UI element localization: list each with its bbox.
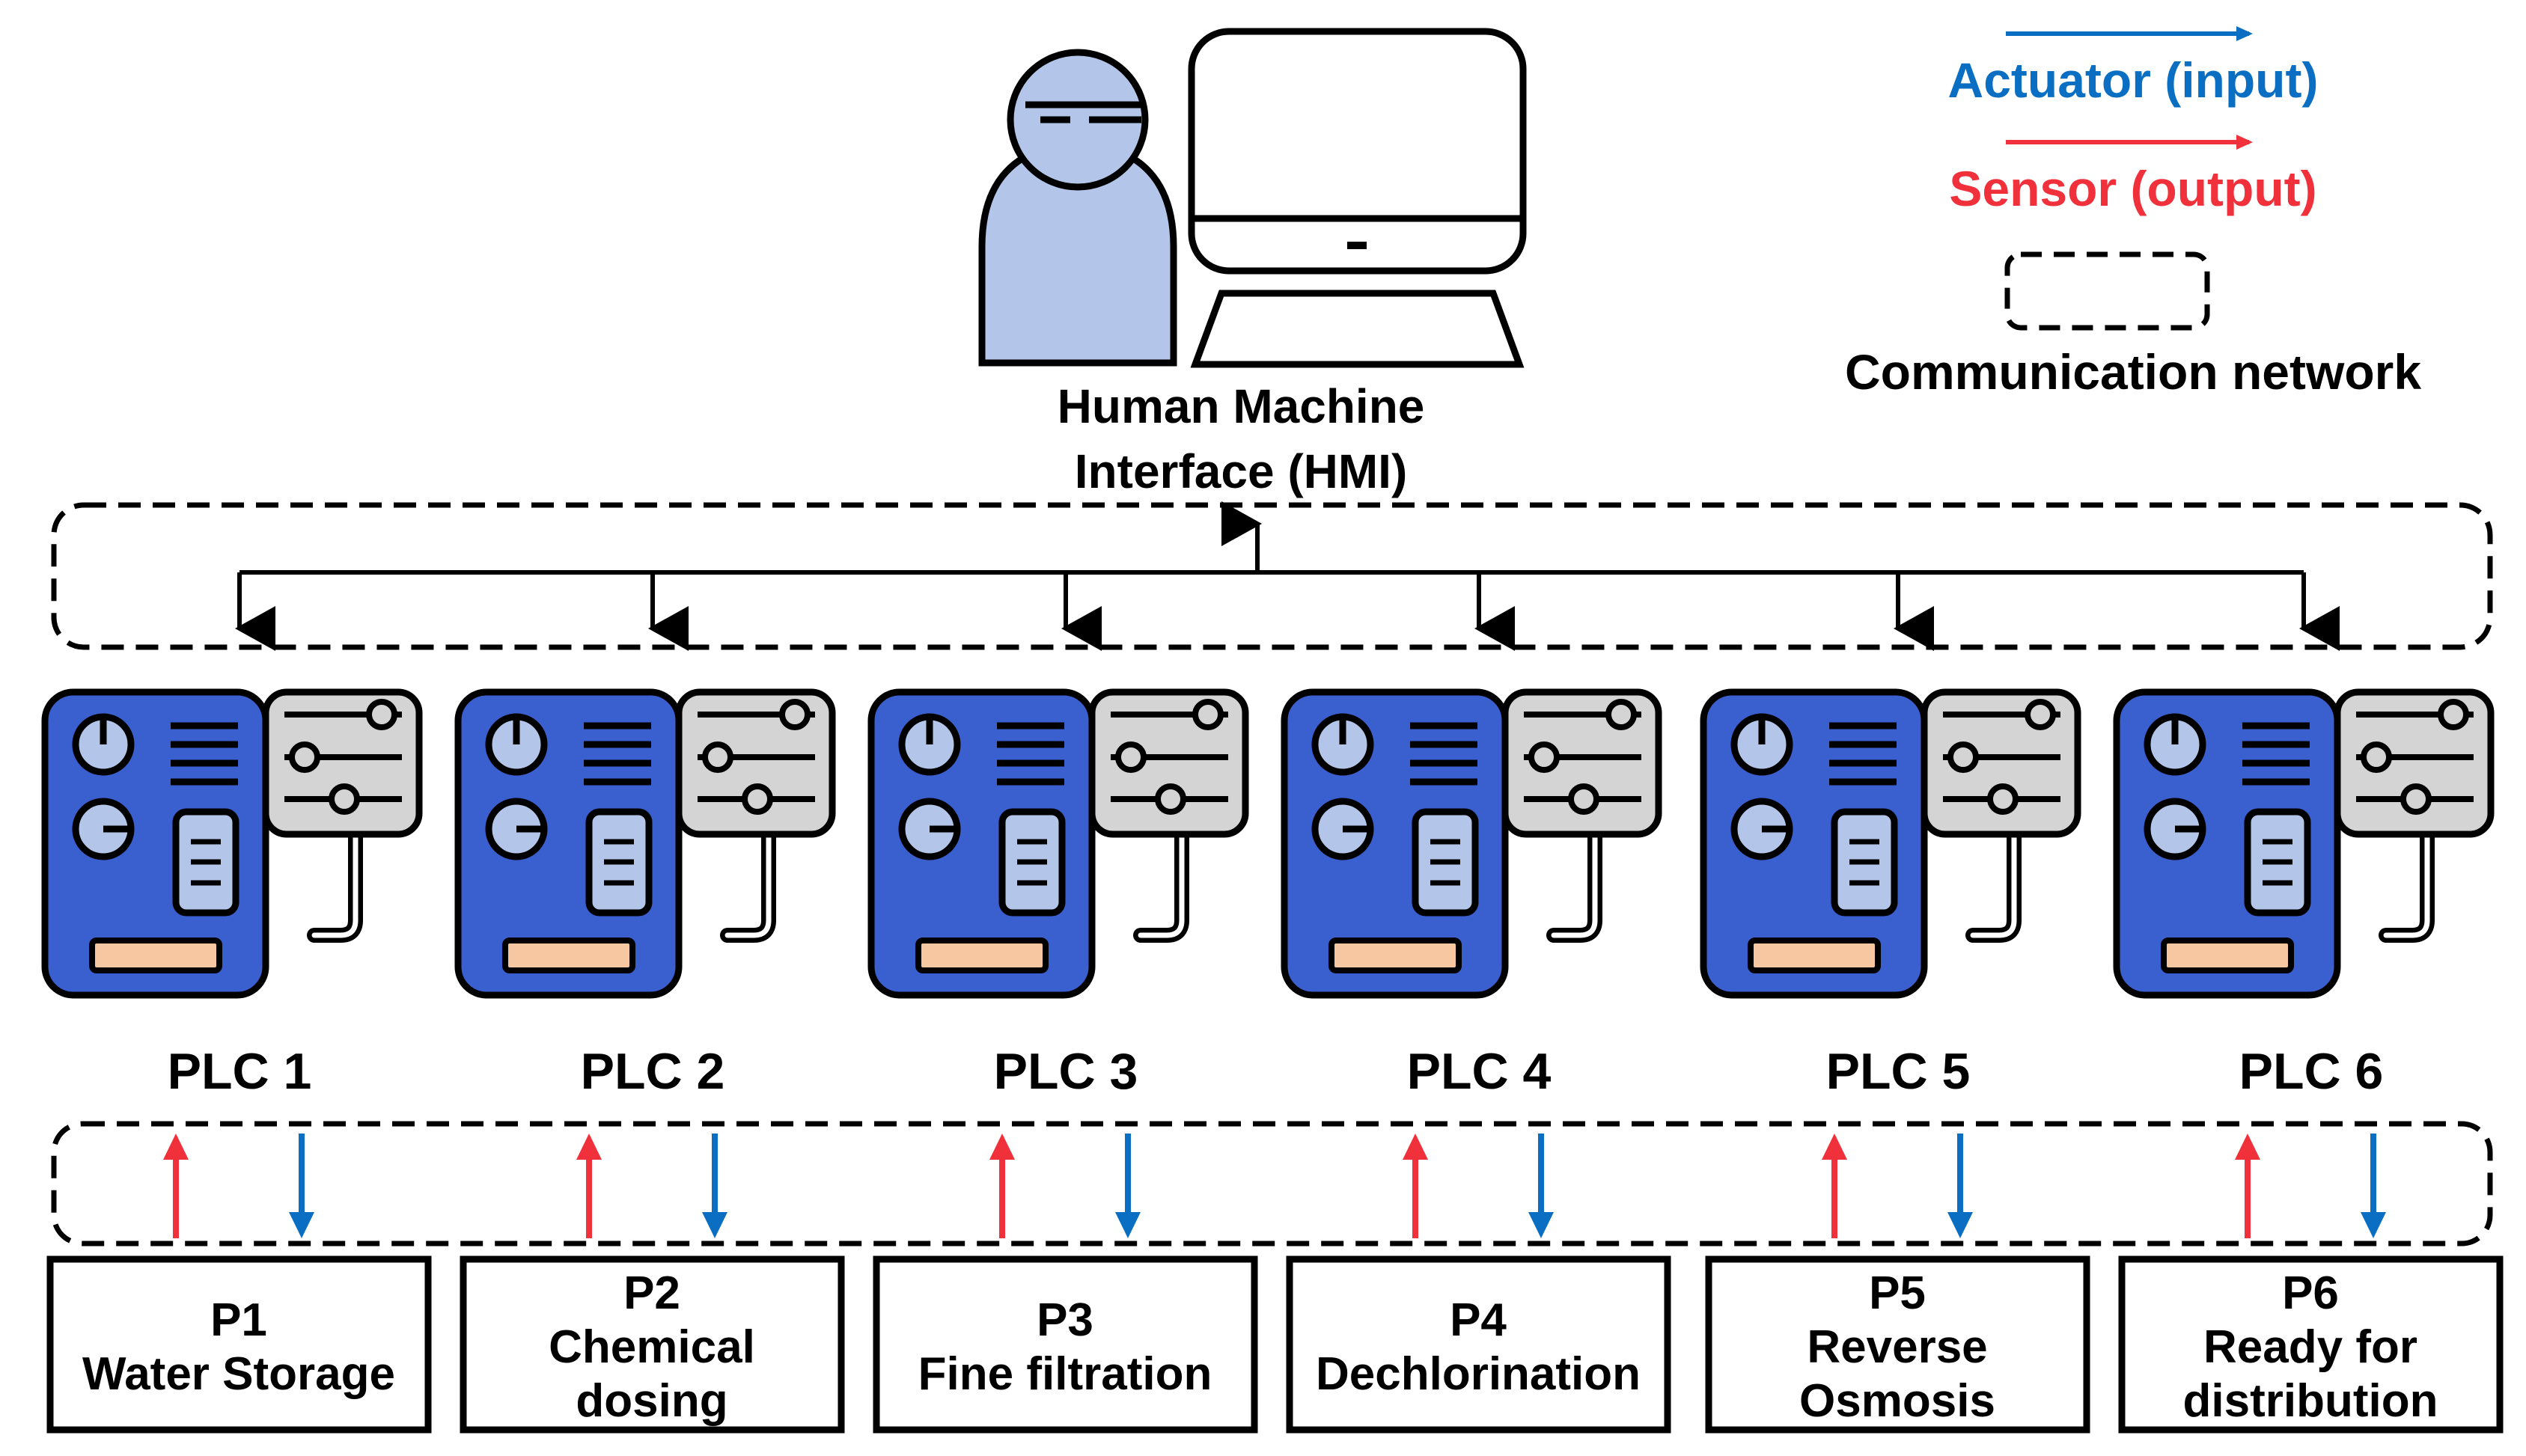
actuator-arrowhead [1115, 1212, 1141, 1238]
plc-cable-core [1551, 813, 1598, 938]
legend: Actuator (input) Sensor (output) Communi… [1845, 26, 2421, 400]
plc-label-strip [1748, 937, 1881, 973]
legend-sensor-label: Sensor (output) [1949, 161, 2316, 216]
slider-knob [2400, 783, 2432, 815]
actuator-arrowhead [2361, 1212, 2386, 1238]
sensor-arrowhead [1403, 1134, 1428, 1160]
plc-label-strip [915, 937, 1049, 973]
process-label-line: Ready for [2203, 1321, 2417, 1373]
slider-knob [2025, 699, 2056, 730]
legend-actuator-label: Actuator (input) [1948, 52, 2319, 108]
slider-knob [1987, 783, 2019, 815]
actuator-arrowhead [1947, 1212, 1973, 1238]
slider-knob [1605, 699, 1637, 730]
sensor-arrowhead [2235, 1134, 2260, 1160]
plc-label: PLC 6 [2239, 1043, 2384, 1100]
plc-label-strip [1328, 937, 1462, 973]
slider-knob [1155, 783, 1186, 815]
io-arrows [163, 1134, 2386, 1238]
plc-label: PLC 2 [581, 1043, 725, 1100]
actuator-arrowhead [702, 1212, 727, 1238]
plc-label: PLC 4 [1407, 1043, 1552, 1100]
plc-cable-core [1970, 813, 2017, 938]
hmi-label-line1: Human Machine [1058, 379, 1425, 433]
process-box-frame [460, 1255, 845, 1434]
plc-label-strip [502, 937, 635, 973]
process-label-line: Water Storage [82, 1348, 395, 1400]
slider-knob [329, 783, 360, 815]
slider-knob [289, 741, 320, 773]
slider-knob [2438, 699, 2469, 730]
process-label-line: P4 [1450, 1294, 1507, 1346]
slider-knob [742, 783, 773, 815]
process-box-frame [873, 1255, 1258, 1434]
process-label-line: P1 [210, 1294, 267, 1346]
process-label-line: Reverse [1807, 1321, 1987, 1373]
plc-row: PLC 1 PLC 2 PLC 3 PLC 4 PLC 5 PLC 6 [41, 688, 2495, 1100]
plc-cable-core [724, 813, 772, 938]
sensor-arrowhead [989, 1134, 1015, 1160]
slider-knob [366, 699, 397, 730]
plc-device: PLC 1 [41, 688, 423, 1100]
slider-knob [1947, 741, 1979, 773]
process-label-line: P3 [1037, 1294, 1093, 1346]
plc-label-strip [89, 937, 222, 973]
actuator-arrowhead [1528, 1212, 1554, 1238]
sensor-arrowhead [1822, 1134, 1847, 1160]
slider-knob [779, 699, 811, 730]
sensor-arrowhead [576, 1134, 602, 1160]
slider-knob [1115, 741, 1147, 773]
process-box-frame [2118, 1255, 2504, 1434]
process-label-line: Osmosis [1799, 1375, 1995, 1427]
process-label-line: P2 [623, 1267, 680, 1319]
plc-device: PLC 4 [1281, 688, 1662, 1100]
process-box-frame [46, 1255, 432, 1434]
upper-network-box [51, 502, 2493, 650]
plc-cable-core [1138, 813, 1185, 938]
actuator-arrowhead [289, 1212, 314, 1238]
plc-label: PLC 3 [994, 1043, 1138, 1100]
slider-knob [1528, 741, 1560, 773]
plc-cable-core [311, 813, 359, 938]
process-box-frame [1705, 1255, 2090, 1434]
hmi-label-line2: Interface (HMI) [1075, 444, 1408, 498]
legend-network-label: Communication network [1845, 344, 2421, 400]
slider-knob [702, 741, 733, 773]
plc-cable-core [2383, 813, 2430, 938]
slider-knob [1568, 783, 1599, 815]
plc-device: PLC 6 [2113, 688, 2495, 1100]
legend-network-box [2004, 251, 2210, 331]
plc-device: PLC 2 [454, 688, 836, 1100]
plc-device: PLC 3 [867, 688, 1249, 1100]
process-box-frame [1286, 1255, 1671, 1434]
operator-person-icon [978, 49, 1177, 367]
plc-label: PLC 1 [168, 1043, 312, 1100]
plc-label-strip [2161, 937, 2294, 973]
process-label-line: P6 [2282, 1267, 2339, 1319]
slider-knob [2361, 741, 2392, 773]
network-bus [235, 501, 2340, 651]
slider-knob [1192, 699, 1224, 730]
process-label-line: dosing [576, 1375, 727, 1427]
plc-device: PLC 5 [1700, 688, 2081, 1100]
process-label-line: P5 [1869, 1267, 1926, 1319]
process-label-line: Dechlorination [1316, 1348, 1641, 1400]
process-label-line: distribution [2183, 1375, 2438, 1427]
hmi-computer-icon [1188, 28, 1527, 368]
plc-label: PLC 5 [1826, 1043, 1971, 1100]
sensor-arrowhead [163, 1134, 189, 1160]
lower-io-network-box [51, 1121, 2493, 1247]
process-label-line: Chemical [549, 1321, 755, 1373]
process-label-line: Fine filtration [918, 1348, 1212, 1400]
